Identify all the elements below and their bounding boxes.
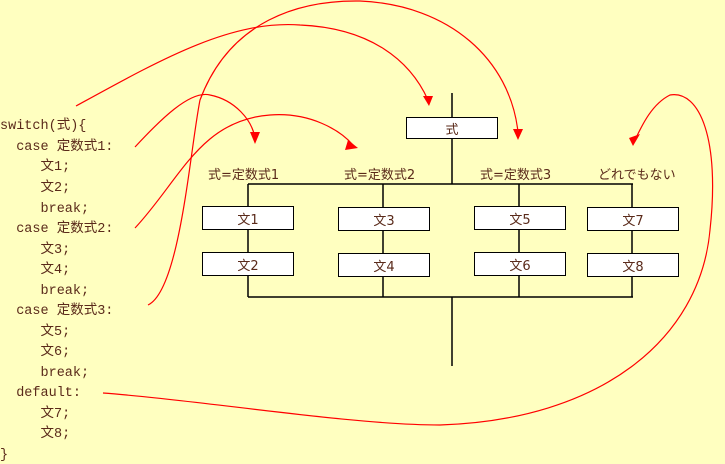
code-line: } <box>0 448 9 463</box>
code-line: 文4; <box>0 263 71 278</box>
code-line: default: <box>0 386 82 401</box>
code-line: 文7; <box>0 407 71 422</box>
code-line: break; <box>0 202 90 217</box>
code-line: break; <box>0 366 90 381</box>
code-line: 文8; <box>0 427 71 442</box>
code-line: case 定数式1: <box>0 140 114 155</box>
branch-condition-3: 式=定数式3 <box>480 168 552 183</box>
code-line: break; <box>0 284 90 299</box>
statement-box: 文5 <box>474 206 566 230</box>
statement-box: 文4 <box>338 253 430 277</box>
branch-condition-1: 式=定数式1 <box>208 168 280 183</box>
code-line: case 定数式2: <box>0 222 114 237</box>
code-line: 文2; <box>0 181 71 196</box>
code-line: case 定数式3: <box>0 304 114 319</box>
statement-box: 文6 <box>474 252 566 276</box>
branch-condition-2: 式=定数式2 <box>344 168 416 183</box>
code-line: 文6; <box>0 345 71 360</box>
code-line: 文1; <box>0 160 71 175</box>
expression-box: 式 <box>406 117 498 139</box>
statement-box: 文2 <box>202 252 294 276</box>
statement-box: 文3 <box>338 207 430 231</box>
statement-box: 文7 <box>587 207 679 231</box>
statement-box: 文1 <box>202 206 294 230</box>
code-line: 文3; <box>0 243 71 258</box>
code-line: 文5; <box>0 325 71 340</box>
statement-box: 文8 <box>587 253 679 277</box>
code-line: switch(式){ <box>0 119 87 134</box>
red-arrows <box>75 0 714 426</box>
branch-condition-default: どれでもない <box>598 168 676 183</box>
